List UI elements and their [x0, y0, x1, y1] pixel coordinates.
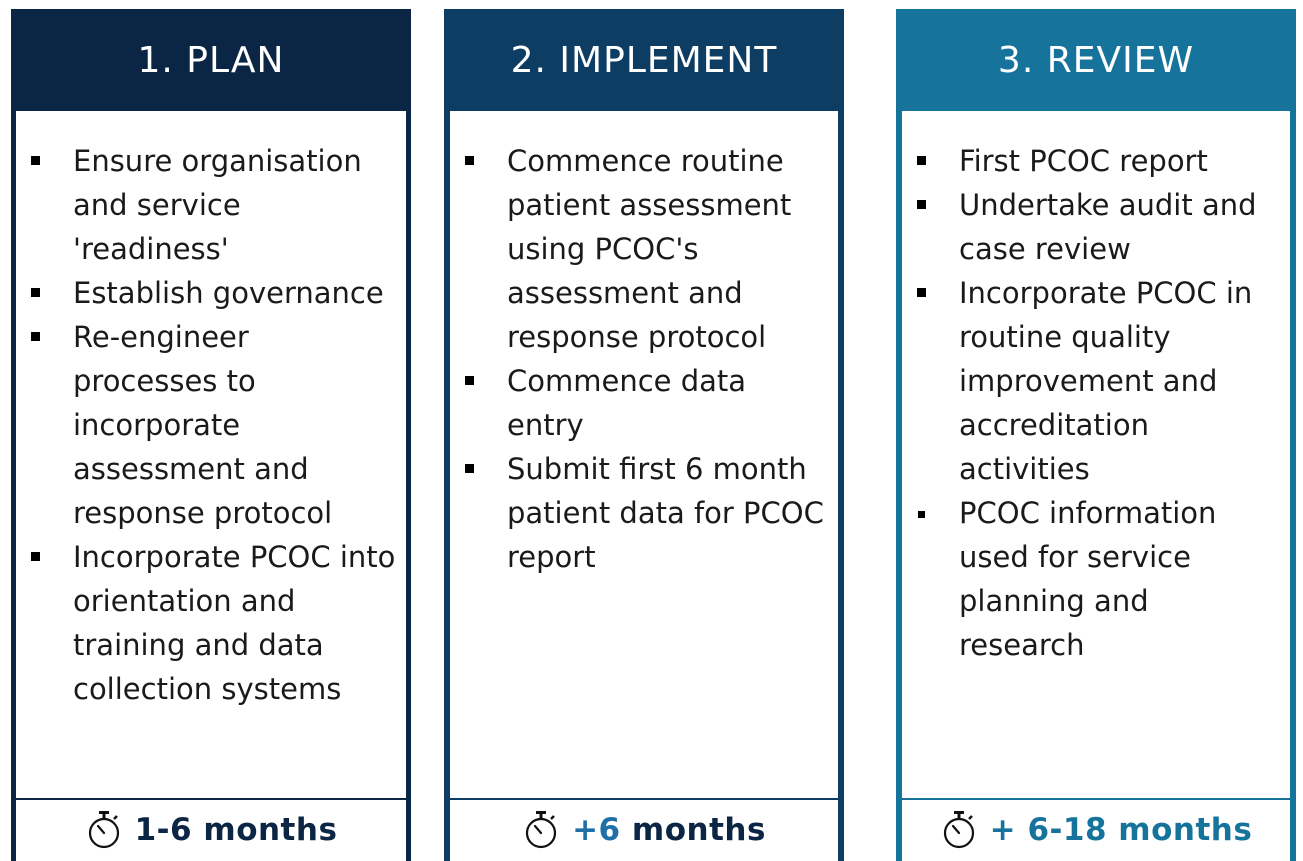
divider — [450, 798, 838, 800]
list-item-text: First PCOC report — [959, 144, 1208, 178]
list-item-text: Re-engineer processes to incorporate ass… — [73, 320, 333, 530]
implement-title: 2. IMPLEMENT — [510, 39, 778, 81]
implement-duration-unit: months — [620, 811, 766, 848]
list-item: PCOC information used for service planni… — [902, 491, 1290, 667]
list-item: Incorporate PCOC in routine quality impr… — [902, 271, 1290, 491]
list-item-text: Establish governance — [73, 276, 384, 310]
square-bullet-icon — [918, 511, 925, 518]
square-bullet-icon — [31, 156, 40, 165]
list-item: Incorporate PCOC into orientation and tr… — [16, 535, 406, 711]
list-item: Commence data entry — [450, 359, 838, 447]
divider — [902, 798, 1290, 800]
review-title: 3. REVIEW — [997, 39, 1195, 81]
list-item: Commence routine patient assessment usin… — [450, 139, 838, 359]
list-item-text: PCOC information used for service planni… — [959, 496, 1217, 662]
square-bullet-icon — [31, 552, 40, 561]
review-panel: 3. REVIEW First PCOC report Undertake au… — [896, 9, 1296, 861]
stopwatch-icon — [943, 810, 974, 848]
square-bullet-icon — [31, 288, 40, 297]
divider — [16, 798, 406, 800]
square-bullet-icon — [465, 464, 474, 473]
square-bullet-icon — [31, 332, 40, 341]
list-item: Submit first 6 month patient data for PC… — [450, 447, 838, 579]
plan-title: 1. PLAN — [137, 39, 285, 81]
review-duration-text: + 6-18 months — [989, 811, 1253, 848]
square-bullet-icon — [465, 156, 474, 165]
implement-duration: +6 months — [450, 798, 838, 861]
list-item-text: Incorporate PCOC into orientation and tr… — [73, 540, 396, 706]
plan-header: 1. PLAN — [16, 9, 406, 111]
list-item-text: Incorporate PCOC in routine quality impr… — [959, 276, 1253, 486]
implement-panel: 2. IMPLEMENT Commence routine patient as… — [444, 9, 844, 861]
plan-panel: 1. PLAN Ensure organisation and service … — [11, 9, 411, 861]
list-item-text: Ensure organisation and service 'readine… — [73, 144, 362, 266]
list-item: Establish governance — [16, 271, 406, 315]
plan-duration: 1-6 months — [16, 798, 406, 861]
implement-list: Commence routine patient assessment usin… — [450, 111, 838, 579]
square-bullet-icon — [465, 376, 474, 385]
square-bullet-icon — [917, 156, 926, 165]
list-item: First PCOC report — [902, 139, 1290, 183]
list-item-text: Commence routine patient assessment usin… — [507, 144, 792, 354]
square-bullet-icon — [917, 288, 926, 297]
square-bullet-icon — [917, 200, 926, 209]
implement-duration-prefix: +6 — [572, 811, 621, 848]
list-item: Ensure organisation and service 'readine… — [16, 139, 406, 271]
review-list: First PCOC report Undertake audit and ca… — [902, 111, 1290, 667]
plan-list: Ensure organisation and service 'readine… — [16, 111, 406, 711]
plan-duration-text: 1-6 months — [134, 811, 338, 848]
list-item: Undertake audit and case review — [902, 183, 1290, 271]
stopwatch-icon — [88, 810, 119, 848]
implement-header: 2. IMPLEMENT — [450, 9, 838, 111]
list-item-text: Commence data entry — [507, 364, 747, 442]
list-item-text: Submit first 6 month patient data for PC… — [507, 452, 824, 574]
list-item: Re-engineer processes to incorporate ass… — [16, 315, 406, 535]
stopwatch-icon — [525, 810, 557, 848]
list-item-text: Undertake audit and case review — [959, 188, 1257, 266]
review-header: 3. REVIEW — [902, 9, 1290, 111]
review-duration: + 6-18 months — [902, 798, 1290, 861]
